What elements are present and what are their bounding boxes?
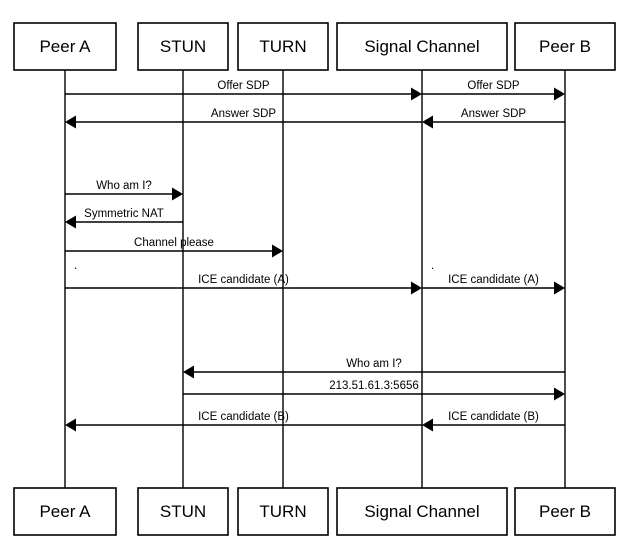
actor-box-stun-bottom[interactable]: STUN <box>137 487 229 536</box>
actor-boxes-top: Peer A STUN TURN Signal Channel Peer B <box>13 22 616 71</box>
actor-box-frame <box>137 22 229 71</box>
message-label: ICE candidate (B) <box>198 411 289 423</box>
actor-box-signal_channel-bottom[interactable]: Signal Channel <box>336 487 508 536</box>
actor-box-turn-bottom[interactable]: TURN <box>237 487 329 536</box>
actor-label-turn: TURN <box>259 502 306 521</box>
actor-box-turn-top[interactable]: TURN <box>237 22 329 71</box>
message-label: ICE candidate (A) <box>448 274 539 286</box>
message-label: Symmetric NAT <box>84 208 164 220</box>
actor-box-frame <box>237 22 329 71</box>
message-m5[interactable]: Who am I? <box>65 180 183 201</box>
message-m9[interactable]: ICE candidate (A) <box>422 274 565 295</box>
actor-box-peer_b-top[interactable]: Peer B <box>514 22 616 71</box>
arrowhead-icon <box>411 281 422 295</box>
message-m10[interactable]: Who am I? <box>183 358 565 379</box>
message-m12[interactable]: ICE candidate (B) <box>65 411 422 432</box>
arrowhead-icon <box>554 387 565 401</box>
actor-label-signal_channel: Signal Channel <box>364 37 479 56</box>
message-label: Offer SDP <box>217 80 270 92</box>
actor-label-peer_a: Peer A <box>39 37 91 56</box>
actor-label-signal_channel: Signal Channel <box>364 502 479 521</box>
actor-label-peer_b: Peer B <box>539 37 591 56</box>
actor-label-peer_b: Peer B <box>539 502 591 521</box>
message-m11[interactable]: 213.51.61.3:5656 <box>183 380 565 401</box>
message-label: Offer SDP <box>467 80 520 92</box>
actor-box-peer_b-bottom[interactable]: Peer B <box>514 487 616 536</box>
actor-box-stun-top[interactable]: STUN <box>137 22 229 71</box>
message-m13[interactable]: ICE candidate (B) <box>422 411 565 432</box>
actor-box-frame <box>13 487 117 536</box>
actor-label-stun: STUN <box>160 37 206 56</box>
dot-mark-d2: . <box>431 260 434 272</box>
message-m3[interactable]: Answer SDP <box>65 108 422 129</box>
message-label: Answer SDP <box>211 108 277 120</box>
actor-label-turn: TURN <box>259 37 306 56</box>
message-label: ICE candidate (B) <box>448 411 539 423</box>
message-m6[interactable]: Symmetric NAT <box>65 208 183 229</box>
arrowhead-icon <box>422 115 433 129</box>
actor-box-frame <box>514 22 616 71</box>
message-label: Who am I? <box>96 180 152 192</box>
message-label: 213.51.61.3:5656 <box>329 380 419 392</box>
actor-box-signal_channel-top[interactable]: Signal Channel <box>336 22 508 71</box>
actor-box-peer_a-top[interactable]: Peer A <box>13 22 117 71</box>
arrowhead-icon <box>554 87 565 101</box>
actor-box-frame <box>137 487 229 536</box>
message-m4[interactable]: Answer SDP <box>422 108 565 129</box>
message-label: ICE candidate (A) <box>198 274 289 286</box>
actor-boxes-bottom: Peer A STUN TURN Signal Channel Peer B <box>13 487 616 536</box>
messages-layer: Offer SDP Offer SDP Answer SDP Answer SDP Wh… <box>65 80 565 432</box>
message-m7[interactable]: Channel please <box>65 237 283 258</box>
message-m2[interactable]: Offer SDP <box>422 80 565 101</box>
arrowhead-icon <box>65 215 76 229</box>
arrowhead-icon <box>411 87 422 101</box>
message-label: Channel please <box>134 237 214 249</box>
message-label: Answer SDP <box>461 108 527 120</box>
actor-box-frame <box>336 487 508 536</box>
arrowhead-icon <box>272 244 283 258</box>
dot-mark-d1: . <box>74 260 77 272</box>
arrowhead-icon <box>65 418 76 432</box>
arrowhead-icon <box>183 365 194 379</box>
message-m8[interactable]: ICE candidate (A) <box>65 274 422 295</box>
arrowhead-icon <box>422 418 433 432</box>
actor-label-stun: STUN <box>160 502 206 521</box>
arrowhead-icon <box>65 115 76 129</box>
message-m1[interactable]: Offer SDP <box>65 80 422 101</box>
arrowhead-icon <box>172 187 183 201</box>
marks-layer: .. <box>74 260 434 272</box>
message-label: Who am I? <box>346 358 402 370</box>
actor-box-frame <box>237 487 329 536</box>
actor-box-peer_a-bottom[interactable]: Peer A <box>13 487 117 536</box>
arrowhead-icon <box>554 281 565 295</box>
actor-box-frame <box>336 22 508 71</box>
actor-box-frame <box>13 22 117 71</box>
actor-box-frame <box>514 487 616 536</box>
actor-label-peer_a: Peer A <box>39 502 91 521</box>
lifelines-layer <box>64 70 566 488</box>
